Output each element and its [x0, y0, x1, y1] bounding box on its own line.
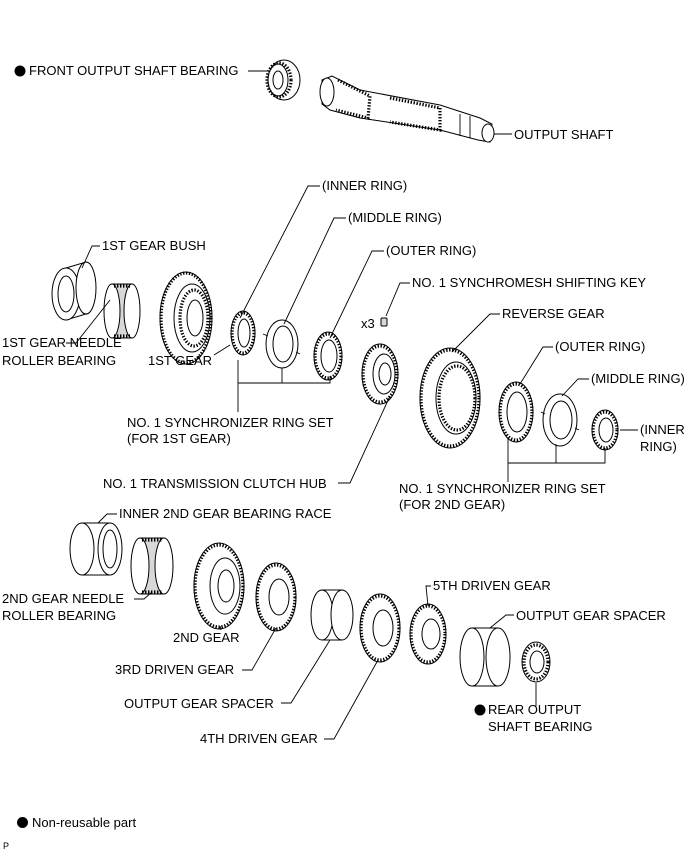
output-shaft-drawing	[319, 75, 495, 143]
figure-code: P	[3, 841, 10, 851]
rear-output-shaft-bearing-drawing	[521, 641, 551, 683]
label-x3: x3	[361, 316, 375, 331]
label-third-driven-gear: 3RD DRIVEN GEAR	[115, 662, 234, 677]
label-first-gear: 1ST GEAR	[148, 353, 212, 368]
label-fourth-driven-gear: 4TH DRIVEN GEAR	[200, 731, 318, 746]
label-output-gear-spacer-1: OUTPUT GEAR SPACER	[124, 696, 274, 711]
label-second-gear-needle-line1: 2ND GEAR NEEDLE	[2, 591, 124, 606]
label-inner-ring-1: (INNER RING)	[322, 178, 407, 193]
leader-lines	[66, 70, 638, 740]
label-first-gear-bush: 1ST GEAR BUSH	[102, 238, 206, 253]
third-driven-gear-drawing	[255, 562, 297, 632]
label-second-gear: 2ND GEAR	[173, 630, 239, 645]
label-second-gear-needle-line2: ROLLER BEARING	[2, 608, 116, 623]
label-first-gear-needle-line2: ROLLER BEARING	[2, 353, 116, 368]
non-reusable-marker-rear-bearing	[474, 704, 486, 716]
label-synchromesh-shifting-key: NO. 1 SYNCHROMESH SHIFTING KEY	[412, 275, 646, 290]
label-clutch-hub: NO. 1 TRANSMISSION CLUTCH HUB	[103, 476, 327, 491]
second-gear-inner-ring-drawing	[591, 409, 619, 451]
legend: Non-reusable part	[17, 815, 136, 830]
label-sync-set-2-line1: NO. 1 SYNCHRONIZER RING SET	[399, 481, 606, 496]
label-inner-ring-2-line1: (INNER	[640, 422, 685, 437]
non-reusable-marker-front-bearing	[14, 65, 26, 77]
label-sync-set-2-line2: (FOR 2ND GEAR)	[399, 497, 505, 512]
second-gear-outer-ring-drawing	[498, 381, 534, 443]
label-output-shaft: OUTPUT SHAFT	[514, 127, 613, 142]
label-rear-output-bearing-line2: SHAFT BEARING	[488, 719, 593, 734]
second-gear-middle-ring-drawing	[540, 393, 580, 447]
label-sync-set-1-line2: (FOR 1ST GEAR)	[127, 431, 231, 446]
fourth-driven-gear-drawing	[359, 593, 401, 663]
first-gear-middle-ring-drawing	[262, 319, 301, 369]
inner-2nd-gear-bearing-race-drawing	[69, 522, 123, 576]
second-gear-needle-bearing-drawing	[130, 537, 174, 595]
legend-text: Non-reusable part	[32, 815, 137, 830]
first-gear-needle-bearing-drawing	[103, 283, 141, 339]
first-gear-outer-ring-drawing	[313, 331, 343, 381]
fifth-driven-gear-drawing	[409, 603, 447, 665]
label-output-gear-spacer-2: OUTPUT GEAR SPACER	[516, 608, 666, 623]
label-inner-2nd-gear-bearing-race: INNER 2ND GEAR BEARING RACE	[119, 506, 332, 521]
first-gear-inner-ring-drawing	[230, 310, 256, 356]
label-middle-ring-2: (MIDDLE RING)	[591, 371, 685, 386]
output-gear-spacer-2-drawing	[459, 627, 511, 687]
label-inner-ring-2-line2: RING)	[640, 439, 677, 454]
reverse-gear-drawing	[419, 347, 481, 449]
transmission-clutch-hub-drawing	[361, 343, 399, 405]
label-fifth-driven-gear: 5TH DRIVEN GEAR	[433, 578, 551, 593]
first-gear-drawing	[159, 271, 213, 365]
front-output-shaft-bearing-drawing	[265, 59, 301, 101]
second-gear-drawing	[193, 542, 245, 630]
first-gear-bush-drawing	[51, 261, 97, 321]
label-outer-ring-1: (OUTER RING)	[386, 243, 476, 258]
synchromesh-shifting-key-drawing	[380, 317, 388, 327]
label-sync-set-1-line1: NO. 1 SYNCHRONIZER RING SET	[127, 415, 334, 430]
output-gear-spacer-1-drawing	[310, 589, 354, 641]
label-front-output-shaft-bearing: FRONT OUTPUT SHAFT BEARING	[29, 63, 238, 78]
label-first-gear-needle-line1: 1ST GEAR NEEDLE	[2, 335, 122, 350]
label-outer-ring-2: (OUTER RING)	[555, 339, 645, 354]
label-rear-output-bearing-line1: REAR OUTPUT	[488, 702, 581, 717]
label-middle-ring-1: (MIDDLE RING)	[348, 210, 442, 225]
label-reverse-gear: REVERSE GEAR	[502, 306, 605, 321]
non-reusable-bullet-icon	[17, 817, 28, 828]
